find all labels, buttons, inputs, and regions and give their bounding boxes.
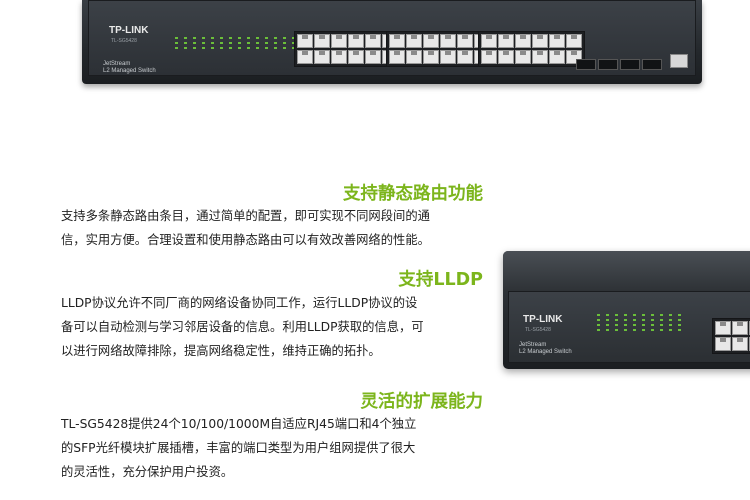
- series-name-side: JetStream: [519, 342, 547, 348]
- body-line: LLDP协议允许不同厂商的网络设备协同工作，运行LLDP协议的设: [61, 296, 418, 310]
- body-line: 以进行网络故障排除，提高网络稳定性，维持正确的拓扑。: [61, 344, 381, 358]
- body-line: 的灵活性，充分保护用户投资。: [61, 465, 234, 479]
- model-label: TL-SG5428: [111, 38, 137, 44]
- section-body-static-routing: 支持多条静态路由条目，通过简单的配置，即可实现不同网段间的通 信，实用方便。合理…: [61, 204, 430, 252]
- rj45-port-group-2: [386, 31, 493, 67]
- brand-logo-side: TP-LINK: [523, 314, 563, 325]
- body-line: TL-SG5428提供24个10/100/1000M自适应RJ45端口和4个独立: [61, 417, 417, 431]
- section-title-static-routing: 支持静态路由功能: [343, 184, 483, 204]
- rj45-port-group-1: [294, 31, 401, 67]
- body-line: 备可以自动检测与学习邻居设备的信息。利用LLDP获取的信息，可: [61, 320, 424, 334]
- body-line: 支持多条静态路由条目，通过简单的配置，即可实现不同网段间的通: [61, 209, 430, 223]
- series-label: JetStream L2 Managed Switch: [103, 61, 156, 75]
- section-body-expansion: TL-SG5428提供24个10/100/1000M自适应RJ45端口和4个独立…: [61, 412, 416, 484]
- sfp-slots: [576, 59, 662, 70]
- status-leds: [175, 37, 297, 49]
- series-name: JetStream: [103, 61, 131, 67]
- section-body-lldp: LLDP协议允许不同厂商的网络设备协同工作，运行LLDP协议的设 备可以自动检测…: [61, 291, 424, 363]
- body-line: 的SFP光纤模块扩展插槽，丰富的端口类型为用户组网提供了很大: [61, 441, 416, 455]
- brand-logo: TP-LINK: [109, 25, 149, 36]
- status-leds-side: [597, 314, 683, 331]
- switch-front-panel: TP-LINK TL-SG5428 JetStream L2 Managed S…: [88, 0, 696, 76]
- console-port: [670, 54, 688, 68]
- section-title-lldp: 支持LLDP: [398, 270, 483, 290]
- switch-top-image: TP-LINK TL-SG5428 JetStream L2 Managed S…: [82, 0, 702, 84]
- rj45-port-group-side: [712, 318, 750, 354]
- series-desc-side: L2 Managed Switch: [519, 349, 572, 355]
- switch-side-image: TP-LINK TL-SG5428 JetStream L2 Managed S…: [503, 251, 750, 369]
- rj45-port-group-3: [478, 31, 585, 67]
- model-label-side: TL-SG5428: [525, 327, 551, 333]
- section-title-expansion: 灵活的扩展能力: [360, 392, 484, 412]
- series-label-side: JetStream L2 Managed Switch: [519, 342, 572, 356]
- switch-top-cover: [503, 251, 750, 291]
- switch-front-panel-angle: TP-LINK TL-SG5428 JetStream L2 Managed S…: [508, 291, 750, 363]
- series-desc: L2 Managed Switch: [103, 68, 156, 74]
- body-line: 信，实用方便。合理设置和使用静态路由可以有效改善网络的性能。: [61, 233, 430, 247]
